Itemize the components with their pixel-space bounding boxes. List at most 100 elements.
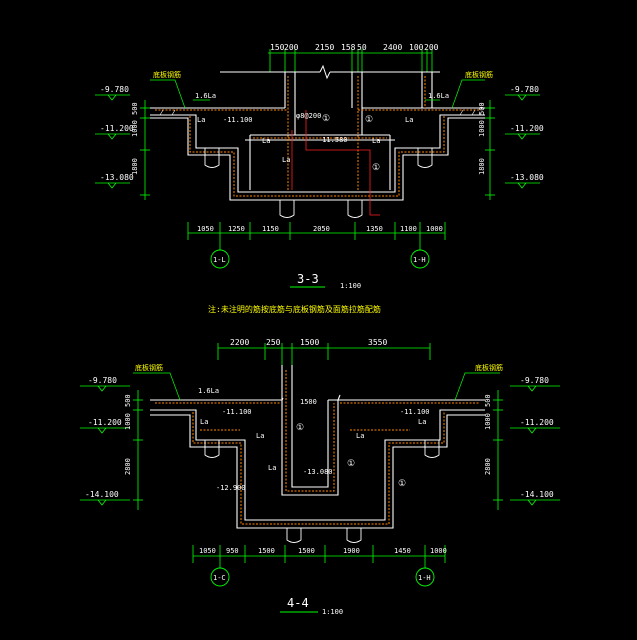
circle-mark: ① <box>296 423 304 433</box>
right-elevations <box>485 94 540 200</box>
dim-text: 1500 <box>300 338 319 347</box>
la-label: La <box>405 116 413 124</box>
left-elevations <box>80 385 143 510</box>
dim-text: 50 <box>357 43 367 52</box>
elevation-text: -11.100 <box>222 408 252 416</box>
dim-text: 500 <box>124 394 132 407</box>
structure-outline <box>150 365 485 529</box>
ground-line <box>220 64 440 80</box>
left-vertical-dims: 500 1000 2800 <box>124 394 132 475</box>
circle-marks: ① ① ① <box>296 423 406 489</box>
axis-label: 1-H <box>413 256 426 264</box>
circle-mark: ① <box>398 479 406 489</box>
anchor-texts: 1.6La 1.6La <box>195 92 449 100</box>
rebar-lines <box>155 370 480 525</box>
leader-texts: 底板钢筋 底板钢筋 <box>135 363 503 372</box>
piles <box>204 440 440 543</box>
circle-mark: ① <box>372 163 380 173</box>
inner-labels: -11.100 -11.580 φ8@200 La La La La La <box>197 112 413 164</box>
elevation-text: -9.780 <box>520 376 549 385</box>
dim-text: 150 <box>270 43 285 52</box>
rebar-note: φ8@200 <box>296 112 321 120</box>
axis-labels: 1-C 1-H <box>213 574 431 582</box>
dim-text: 1150 <box>262 225 279 233</box>
leader-label-left: 底板钢筋 <box>135 363 163 372</box>
elevation-text: -14.100 <box>520 490 554 499</box>
bottom-dimension-texts: 1050 950 1500 1500 1900 1450 1000 <box>199 547 447 555</box>
elevation-text: -13.080 <box>100 173 134 182</box>
circle-mark: ① <box>365 115 373 125</box>
axis-bubbles <box>210 249 430 269</box>
dim-text: 250 <box>266 338 281 347</box>
leader-lines <box>133 372 500 401</box>
leader-lines <box>150 79 485 109</box>
elevation-text: -14.100 <box>85 490 119 499</box>
anchor-label: 1.6La <box>195 92 216 100</box>
dim-text: 1050 <box>199 547 216 555</box>
dim-text: 1800 <box>131 158 139 175</box>
elevation-text: -11.100 <box>400 408 430 416</box>
dim-text: 1450 <box>394 547 411 555</box>
dim-text: 1500 <box>298 547 315 555</box>
dim-text: 2400 <box>383 43 402 52</box>
top-dimension-texts: 150 200 2150 158 50 2400 100 200 <box>270 43 439 52</box>
la-label: La <box>262 137 270 145</box>
left-elevations <box>95 94 150 200</box>
la-label: La <box>356 432 364 440</box>
bottom-dimension-texts: 1050 1250 1150 2050 1350 1100 1000 <box>197 225 443 233</box>
dim-text: 1100 <box>400 225 417 233</box>
elevation-text: -11.200 <box>100 124 134 133</box>
dim-text: 1900 <box>343 547 360 555</box>
dim-text: 1000 <box>478 120 486 137</box>
dim-text: 2050 <box>313 225 330 233</box>
elevation-text: -11.200 <box>88 418 122 427</box>
structure-outline <box>150 72 485 201</box>
elevation-text: -11.200 <box>520 418 554 427</box>
top-dimension-line <box>268 49 433 72</box>
dim-text: 1000 <box>426 225 443 233</box>
slab-hatching <box>159 109 476 116</box>
elevation-text: -13.080 <box>510 173 544 182</box>
drawing-note: 注:未注明的筋按底筋与底板钢筋及面筋拉筋配筋 <box>208 304 381 314</box>
piles <box>204 148 433 218</box>
rebar-red <box>291 110 380 216</box>
dim-text: 1800 <box>478 158 486 175</box>
circle-marks: ① ① ① <box>322 114 380 173</box>
elevation-text: -12.900 <box>216 484 246 492</box>
dim-text: 500 <box>131 102 139 115</box>
la-label: La <box>282 156 290 164</box>
top-dimension-line <box>217 343 431 365</box>
dim-text: 158 <box>341 43 356 52</box>
section-4-4: 2200 250 1500 3550 <box>80 338 560 616</box>
dim-text: 950 <box>226 547 239 555</box>
bottom-dimension-line <box>192 545 446 568</box>
la-label: La <box>200 418 208 426</box>
la-label: La <box>268 464 276 472</box>
section-title-4-4: 4-4 1:100 <box>280 596 343 616</box>
right-elevation-texts: -9.780 -11.200 -13.080 <box>510 85 544 182</box>
left-vertical-dims: 500 1000 1800 <box>131 102 139 175</box>
right-vertical-dims: 500 1000 2800 <box>484 394 492 475</box>
anchor-label: 1.6La <box>198 387 219 395</box>
right-elevation-texts: -9.780 -11.200 -14.100 <box>520 376 554 499</box>
dim-text: 1050 <box>197 225 214 233</box>
dim-text: 200 <box>424 43 439 52</box>
bottom-dimension-line <box>187 222 446 250</box>
axis-label: 1-L <box>213 256 226 264</box>
dim-text: 2800 <box>484 458 492 475</box>
la-label: La <box>418 418 426 426</box>
top-dimension-texts: 2200 250 1500 3550 <box>230 338 387 347</box>
dim-text: 3550 <box>368 338 387 347</box>
section-title: 3-3 <box>297 272 319 286</box>
dim-text: 1500 <box>258 547 275 555</box>
elevation-text: -13.080 <box>303 468 333 476</box>
dim-text: 2200 <box>230 338 249 347</box>
elevation-text: -9.780 <box>88 376 117 385</box>
right-vertical-dims: 500 1000 1800 <box>478 102 486 175</box>
dim-text: 1000 <box>430 547 447 555</box>
dim-text: 500 <box>484 394 492 407</box>
rebar-lines <box>155 76 480 197</box>
la-label: La <box>372 137 380 145</box>
leader-label-right: 底板钢筋 <box>475 363 503 372</box>
